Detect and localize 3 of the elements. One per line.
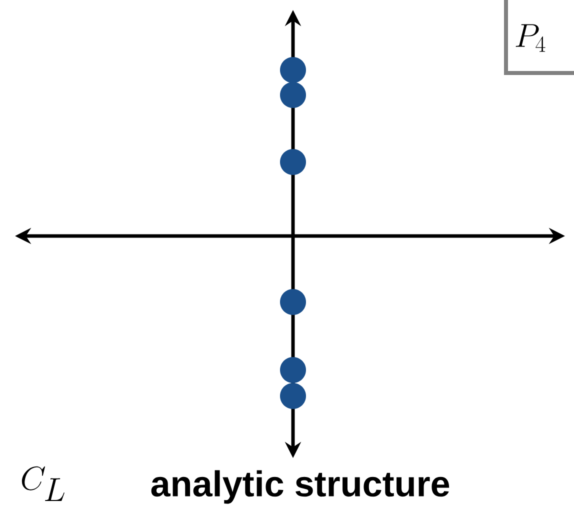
function-label: $C_L$ xyxy=(22,466,64,501)
plot-label: $P_4$ xyxy=(516,24,546,52)
caption: analytic structure xyxy=(151,470,450,504)
